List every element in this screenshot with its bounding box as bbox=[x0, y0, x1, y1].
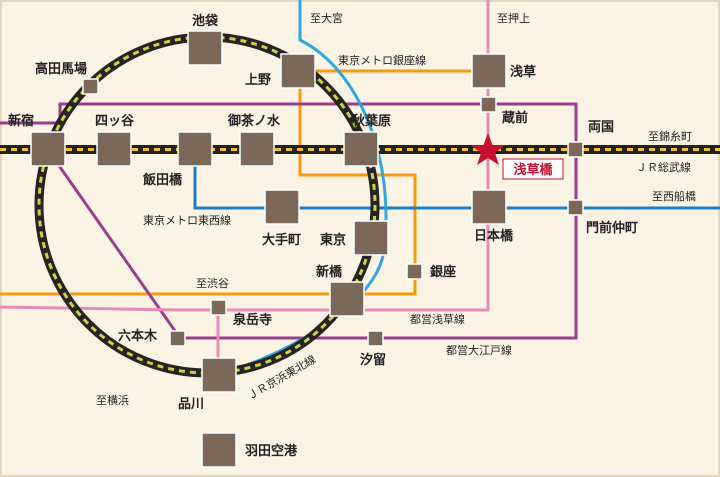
direction-label-omiya: 至大宮 bbox=[310, 11, 343, 25]
station-label-shinjuku: 新宿 bbox=[8, 113, 34, 129]
line-label-asakusa: 都営浅草線 bbox=[410, 312, 465, 326]
station-ikebukuro[interactable] bbox=[187, 30, 223, 66]
station-akihabara[interactable] bbox=[343, 131, 379, 167]
station-label-akihabara: 秋葉原 bbox=[352, 113, 391, 129]
target-label-box bbox=[502, 158, 564, 180]
station-label-ueno: 上野 bbox=[245, 73, 271, 88]
station-roppongi[interactable] bbox=[169, 330, 186, 347]
station-label-shimbashi: 新橋 bbox=[316, 264, 343, 280]
direction-label-oshiage: 至押上 bbox=[497, 11, 530, 25]
station-label-ryogoku: 両国 bbox=[588, 120, 614, 135]
station-kuramae[interactable] bbox=[480, 96, 497, 113]
station-shinjuku[interactable] bbox=[30, 131, 66, 167]
station-label-kuramae: 蔵前 bbox=[502, 110, 528, 126]
station-ochanomizu[interactable] bbox=[239, 131, 275, 167]
station-iidabashi[interactable] bbox=[177, 131, 213, 167]
station-label-iidabashi: 飯田橋 bbox=[142, 172, 183, 188]
station-label-monzennakacho: 門前仲町 bbox=[586, 220, 638, 236]
station-label-otemachi: 大手町 bbox=[262, 232, 301, 248]
station-label-tokyo: 東京 bbox=[320, 232, 346, 248]
station-monzennakacho[interactable] bbox=[567, 199, 584, 216]
direction-label-shibuya: 至渋谷 bbox=[196, 277, 229, 290]
station-label-ochanomizu: 御茶ノ水 bbox=[227, 113, 281, 129]
line-label-tozai: 東京メトロ東西線 bbox=[143, 213, 231, 227]
station-shimbashi[interactable] bbox=[329, 281, 365, 317]
station-label-shinagawa: 品川 bbox=[178, 397, 204, 412]
station-haneda[interactable] bbox=[201, 432, 237, 468]
station-takadanobaba[interactable] bbox=[82, 78, 99, 95]
station-asakusa[interactable] bbox=[471, 53, 507, 89]
station-label-ikebukuro: 池袋 bbox=[192, 13, 219, 29]
station-label-nihombashi: 日本橋 bbox=[474, 228, 514, 244]
station-label-asakusa: 浅草 bbox=[510, 64, 536, 80]
tozai-line bbox=[193, 150, 720, 210]
station-nihombashi[interactable] bbox=[471, 189, 507, 225]
station-label-shiodome: 汐留 bbox=[360, 352, 386, 368]
line-label-oedo: 都営大江戸線 bbox=[446, 343, 512, 357]
direction-label-nishifunabashi: 至西船橋 bbox=[652, 189, 696, 203]
station-label-takadanobaba: 高田馬場 bbox=[35, 61, 87, 77]
station-ryogoku[interactable] bbox=[567, 141, 584, 158]
station-shinagawa[interactable] bbox=[201, 357, 237, 393]
direction-label-kinshicho: 至錦糸町 bbox=[648, 129, 692, 143]
line-label-sobu: ＪＲ総武線 bbox=[636, 160, 691, 174]
station-otemachi[interactable] bbox=[264, 189, 300, 225]
station-label-roppongi: 六本木 bbox=[118, 328, 158, 344]
station-sengakuji[interactable] bbox=[210, 299, 227, 316]
station-shiodome[interactable] bbox=[367, 330, 384, 347]
direction-label-yokohama: 至横浜 bbox=[96, 393, 129, 407]
line-label-ginza: 東京メトロ銀座線 bbox=[338, 53, 426, 67]
station-label-asakusabashi: 浅草橋 bbox=[513, 162, 553, 178]
station-yotsuya[interactable] bbox=[96, 131, 132, 167]
station-label-sengakuji: 泉岳寺 bbox=[233, 312, 272, 328]
station-ginza[interactable] bbox=[406, 263, 423, 280]
station-label-ginza: 銀座 bbox=[430, 264, 456, 280]
station-tokyo[interactable] bbox=[353, 220, 389, 256]
station-label-yotsuya: 四ッ谷 bbox=[95, 113, 135, 129]
station-label-haneda: 羽田空港 bbox=[245, 443, 298, 459]
target-star-icon bbox=[471, 133, 505, 165]
station-ueno[interactable] bbox=[280, 53, 316, 89]
yamanote-line-dash bbox=[37, 35, 377, 375]
